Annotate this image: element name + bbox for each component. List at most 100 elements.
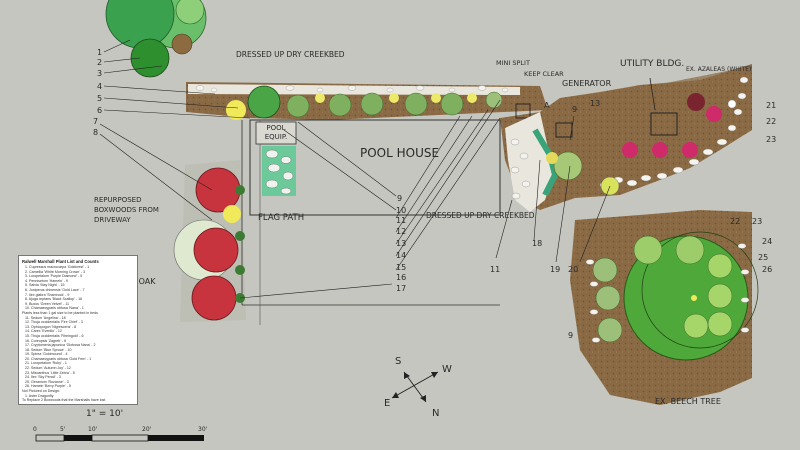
legend-item: 5. Salvia 'May Night' - 15 — [25, 283, 65, 288]
legend-item: 15. Thuja occidentalis 'Rheingold' - 6 — [25, 333, 84, 338]
legend-item: 26. Hameln 'Berry Purple' - 5 — [25, 384, 71, 389]
number-label: 9 — [397, 194, 402, 203]
plant-list-legend: Ralwell Marshall Plant List and Counts 1… — [18, 255, 138, 405]
pool-house — [241, 119, 501, 325]
southeast-bed-plants — [585, 231, 759, 361]
number-label: 24 — [762, 237, 772, 246]
east-bed-plants — [546, 93, 737, 196]
dry-creekbed-east — [505, 112, 559, 212]
compass-west: W — [442, 364, 452, 375]
west-bed-plants — [173, 167, 245, 321]
utility-building-label: UTILITY BLDG. — [620, 59, 684, 69]
generator-pad — [555, 122, 573, 138]
number-label: A — [544, 101, 550, 110]
number-label: 13 — [590, 99, 600, 108]
flag-path — [262, 146, 296, 196]
number-label: 9 — [568, 331, 573, 340]
dry-creekbed-label: DRESSED UP DRY CREEKBED — [236, 50, 345, 59]
legend-item: 17. Cryptomeria japonica 'Globosa Nana' … — [25, 343, 96, 348]
legend-item: 24. Ilex 'Sky Pencil' - 3 — [25, 375, 61, 380]
number-label: 23 — [752, 217, 762, 226]
existing-oak-label: EX. OAK — [123, 277, 156, 286]
legend-item: 1. Cupressus macrocarpa 'Goldcrest' - 1 — [25, 265, 90, 269]
scale-tick-0: 0 — [33, 426, 37, 433]
number-label: 7 — [93, 117, 98, 126]
legend-item: 16. Coreopsis 'Zagreb' - 6 — [25, 338, 67, 343]
plan-labels: DRESSED UP DRY CREEKBED MINI SPLIT KEEP … — [94, 50, 751, 406]
compass-south: S — [395, 356, 401, 367]
existing-beech-label: EX. BEECH TREE — [655, 397, 721, 406]
number-label: 6 — [97, 106, 102, 115]
number-label: 18 — [532, 239, 542, 248]
number-label: 9 — [572, 105, 577, 114]
legend-footnote: Not Pictured on Design: — [22, 389, 60, 394]
legend-item: 13. Ophiopogon 'Nigrescens' - 8 — [25, 324, 77, 329]
number-label: 1 — [97, 48, 102, 57]
number-label: 11 — [490, 265, 500, 274]
legend-item: 25. Geranium 'Rozanne' - 3 — [25, 379, 69, 384]
scale-tick-5: 5' — [60, 426, 66, 433]
number-label: 5 — [97, 94, 102, 103]
number-label: 16 — [396, 273, 406, 282]
top-bed-plants — [226, 85, 503, 120]
scale-bar: 1" = 10' 0 5' 10' 20' 30' — [33, 409, 208, 442]
pool-house-label: POOL HOUSE — [360, 146, 439, 160]
scale-tick-10: 10' — [88, 426, 98, 433]
legend-item: 19. Spirea 'Goldmound' - 4 — [25, 352, 68, 357]
number-label: 23 — [766, 135, 776, 144]
number-label: 4 — [97, 82, 102, 91]
legend-item: 23. Miscanthus 'Little Zebra' - 5 — [25, 370, 75, 375]
legend-title: Ralwell Marshall Plant List and Counts — [22, 259, 99, 264]
number-label: 22 — [766, 117, 776, 126]
number-label: 25 — [758, 253, 768, 262]
legend-footnote: To Replace 2 Boxwoods that the Marshalls… — [22, 398, 106, 403]
scale-ratio: 1" = 10' — [86, 409, 123, 419]
number-label: 20 — [568, 265, 578, 274]
mini-split-pad — [515, 103, 531, 119]
utility-building — [649, 77, 678, 136]
legend-subhead: Plants less than 1 gal size to be plante… — [22, 310, 98, 315]
pool-equip-label-1: POOL — [266, 124, 285, 132]
legend-item: 2. Camellia 'White Morning Crown' - 3 — [25, 269, 86, 274]
legend-item: 8. Ajuga reptans 'Black Scallop' - 16 — [25, 297, 83, 302]
compass-east: E — [384, 398, 390, 409]
mini-split-label: MINI SPLIT — [496, 59, 530, 67]
legend-item: 7. Ilex glabra 'Shamrock' - 9 — [25, 292, 70, 297]
number-label: 3 — [97, 69, 102, 78]
legend-item: 14. Carex 'Everillo' - 12 — [25, 329, 62, 334]
legend-footnote: 1. Aster Dragonfly — [25, 393, 54, 398]
pool-equipment-pad: POOL EQUIP. — [255, 121, 297, 145]
scale-tick-30: 30' — [198, 426, 208, 433]
repurposed-label-1: REPURPOSED — [94, 196, 141, 204]
number-label: 8 — [93, 128, 98, 137]
pool-equip-label-2: EQUIP. — [265, 133, 287, 141]
existing-azaleas-label: EX. AZALEAS (WHITE) — [686, 66, 751, 73]
cypress-cluster — [105, 0, 207, 78]
number-label: 21 — [766, 101, 776, 110]
number-label: 22 — [730, 217, 740, 226]
number-label: 19 — [550, 265, 560, 274]
number-label: 14 — [396, 251, 406, 260]
legend-item: 3. Loropetalum 'Purple Diamond' - 5 — [25, 274, 83, 279]
number-label: 13 — [396, 239, 406, 248]
flag-path-label: FLAG PATH — [258, 213, 304, 223]
compass-rose: S W E N — [384, 356, 452, 419]
number-label: 2 — [97, 58, 102, 67]
number-label: 11 — [396, 216, 406, 225]
generator-label: GENERATOR — [562, 79, 612, 88]
legend-item: 10. Chamaecyparis obtusa 'Nana' - 1 — [25, 306, 84, 311]
azalea-stone-border — [599, 76, 749, 189]
legend-item: 21. Loropetalum 'Ruby' - 1 — [25, 361, 67, 366]
legend-item: 4. Pennisetum 'Hameln' - 9 — [25, 278, 68, 283]
number-label: 10 — [396, 206, 406, 215]
legend-item: 20. Chamaecyparis obtusa 'Gold Fern' - 1 — [25, 356, 92, 361]
repurposed-label-3: DRIVEWAY — [94, 216, 131, 224]
legend-item: 12. Thuja occidentalis 'Fire Chief' - 3 — [25, 320, 83, 325]
plant-number-labels: 1 2 3 4 5 6 7 8 9 10 11 12 13 14 15 16 1… — [93, 48, 776, 340]
legend-item: 6. Juniperus chinensis 'Gold Lace' - 7 — [25, 287, 85, 292]
legend-item: 11. Sedum 'Angelina' - 18 — [25, 315, 66, 320]
scale-tick-20: 20' — [142, 426, 152, 433]
legend-item: 9. Buxus 'Green Velvet' - 11 — [25, 301, 70, 306]
number-label: 15 — [396, 263, 406, 272]
